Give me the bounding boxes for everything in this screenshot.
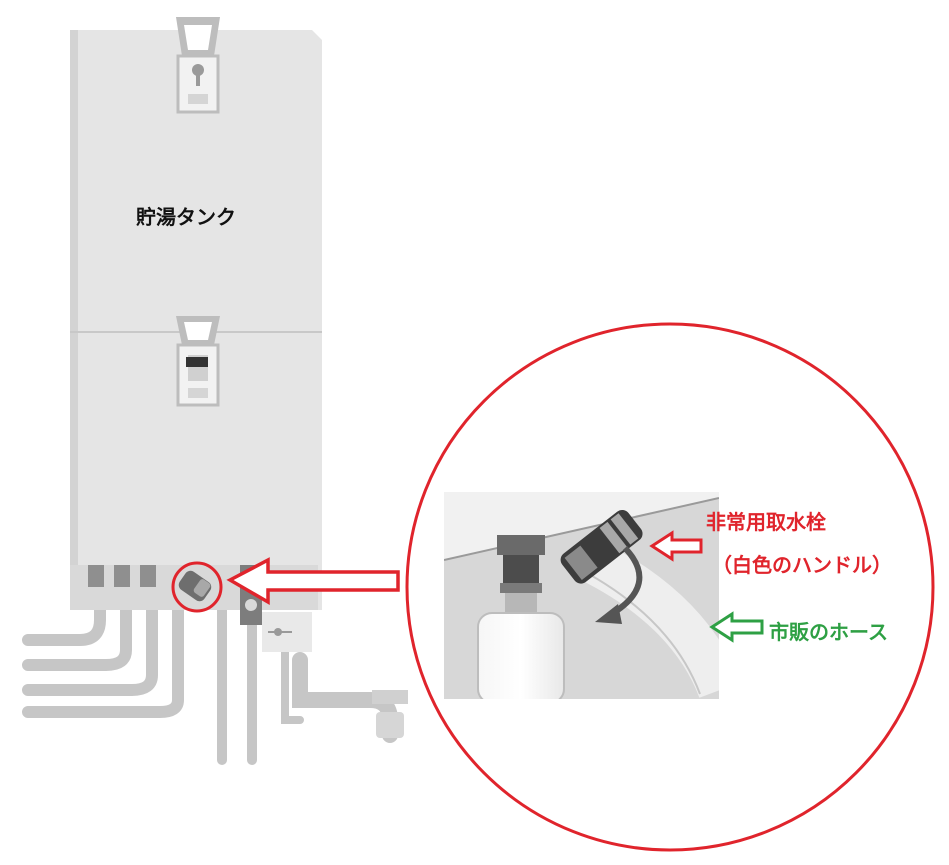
handle-note-label: （白色のハンドル） <box>712 553 892 577</box>
emergency-valve-small <box>178 570 212 602</box>
red-outline-arrow-icon <box>226 557 400 606</box>
drain-fitting <box>372 690 408 738</box>
detail-inset <box>444 492 719 699</box>
hose-label: 市販のホース <box>769 620 888 644</box>
tank-top-handle <box>176 17 220 114</box>
piping <box>22 559 398 765</box>
emergency-valve-label: 非常用取水栓 <box>706 510 826 534</box>
valve-highlight-circle <box>171 561 223 613</box>
green-outline-arrow-icon <box>709 611 764 643</box>
red-outline-arrow-icon <box>649 530 703 562</box>
rotate-arrow-icon <box>608 545 643 618</box>
tank-label: 貯湯タンク <box>136 205 236 229</box>
tank-middle-handle <box>176 316 220 407</box>
